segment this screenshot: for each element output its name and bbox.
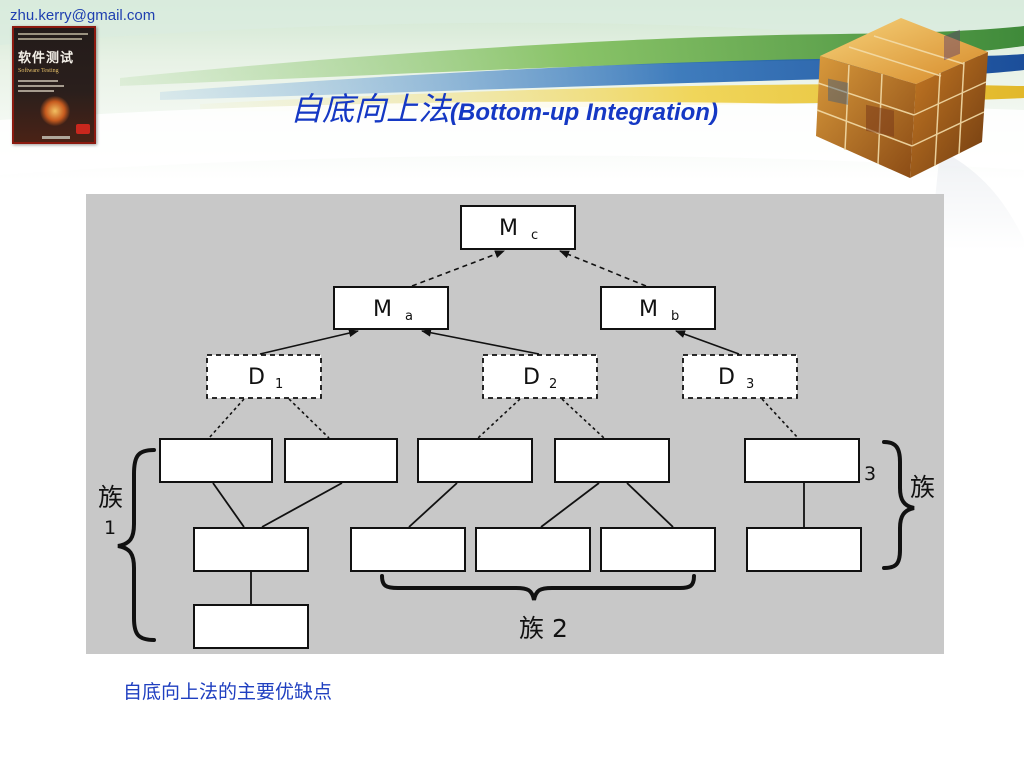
driver-d2-label: D: [523, 365, 540, 390]
module-mb-box: M b: [600, 286, 716, 330]
cluster2-module-bottom-right: [600, 527, 716, 572]
arrow-d3-to-mb: [675, 330, 740, 355]
caption-text: 自底向上法的主要优缺点: [123, 681, 333, 703]
cluster1-module-top-right: [284, 438, 398, 483]
cluster1-label: 族: [98, 483, 123, 512]
book-cover-artwork: [40, 96, 70, 126]
cluster3-brace: [882, 440, 915, 570]
cluster3-module-bottom: [746, 527, 862, 572]
arrow-d2-to-ma: [421, 328, 540, 355]
driver-d3-subscript: 3: [746, 377, 754, 392]
cluster2-module-bottom-left: [350, 527, 466, 572]
author-email: zhu.kerry@gmail.com: [10, 7, 156, 24]
module-mc-box: M c: [460, 205, 576, 250]
arrow-ma-to-mc: [411, 250, 505, 287]
cluster1-module-top-left: [159, 438, 273, 483]
module-ma-box: M a: [333, 286, 449, 330]
cluster3-module-top: [744, 438, 860, 483]
book-title: 软件测试: [18, 51, 75, 66]
module-mc-label: M: [499, 216, 518, 241]
module-mb-label: M: [639, 297, 658, 322]
cluster3-number: 3: [864, 463, 876, 485]
module-mb-subscript: b: [671, 309, 679, 324]
arrow-mb-to-mc: [559, 250, 647, 287]
photo-cube-decoration: [816, 18, 988, 178]
driver-d1-label: D: [248, 365, 265, 390]
driver-d1-subscript: 1: [275, 377, 283, 392]
slide-title: 自底向上法(Bottom-up Integration): [290, 84, 810, 130]
driver-connectors: [208, 398, 799, 439]
cluster1-brace: [117, 448, 156, 642]
driver-d1-box: D 1: [206, 354, 322, 399]
driver-d2-subscript: 2: [549, 377, 557, 392]
bottom-up-integration-diagram: M c M a M b D 1 D 2 D 3: [86, 194, 944, 654]
cluster1-module-bottom: [193, 604, 309, 649]
cluster2-edges: [408, 482, 674, 528]
module-mc-subscript: c: [531, 228, 538, 243]
arrow-d1-to-ma: [259, 329, 359, 355]
slide-title-chinese: 自底向上法: [290, 90, 451, 128]
module-ma-label: M: [373, 297, 392, 322]
driver-d2-box: D 2: [482, 354, 598, 399]
book-cover-image: 软件测试 Software Testing: [12, 26, 96, 144]
cluster2-module-bottom-middle: [475, 527, 591, 572]
cluster2-module-top-right: [554, 438, 670, 483]
publisher-badge: [76, 124, 90, 134]
driver-d3-label: D: [718, 365, 735, 390]
cluster2-module-top-left: [417, 438, 533, 483]
driver-d3-box: D 3: [682, 354, 798, 399]
cluster3-label: 族: [910, 473, 935, 502]
book-subtitle: Software Testing: [18, 68, 59, 74]
module-ma-subscript: a: [405, 309, 413, 324]
slide-title-english: (Bottom-up Integration): [450, 99, 718, 126]
cluster1-module-middle: [193, 527, 309, 572]
cluster2-label: 族 2: [519, 614, 568, 643]
cluster1-number: 1: [104, 517, 116, 539]
cluster2-brace: [380, 574, 696, 601]
cluster1-edges: [212, 482, 343, 604]
